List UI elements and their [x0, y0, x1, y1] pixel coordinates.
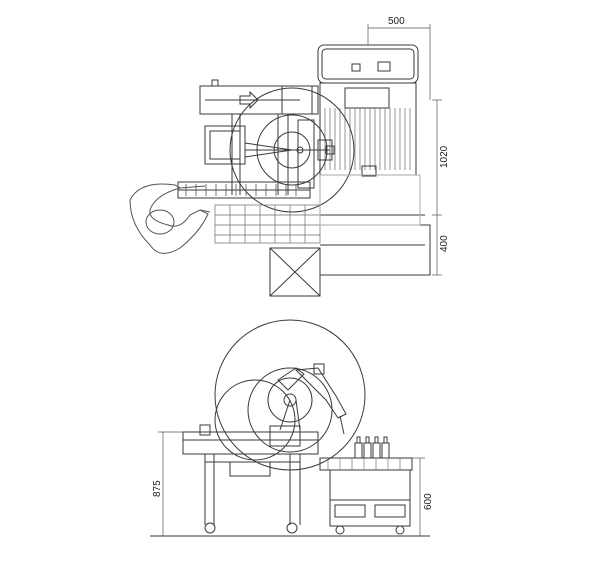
- pallet-box: [269, 247, 321, 297]
- dimension-side-height: 875: [152, 480, 163, 497]
- operator-figure: [129, 183, 211, 254]
- top-dimension-lines: [367, 24, 442, 276]
- right-cabinet: [317, 44, 419, 177]
- side-dimension-lines: [158, 431, 425, 536]
- bottles: [354, 436, 390, 459]
- robot-arm-top: [244, 139, 335, 161]
- dimension-top-width: 500: [388, 16, 405, 27]
- infeed-table: [182, 424, 319, 534]
- side-view: [150, 319, 430, 537]
- dimension-top-depth: 400: [439, 235, 450, 252]
- feed-conveyor: [177, 181, 311, 199]
- robot-arm-side: [277, 363, 347, 435]
- dimension-side-table-height: 600: [423, 493, 434, 510]
- top-view: [129, 24, 442, 297]
- floor-frame: [319, 174, 431, 276]
- left-infeed-unit: [199, 79, 319, 195]
- output-table: [319, 436, 413, 535]
- dimension-top-height: 1020: [439, 145, 450, 168]
